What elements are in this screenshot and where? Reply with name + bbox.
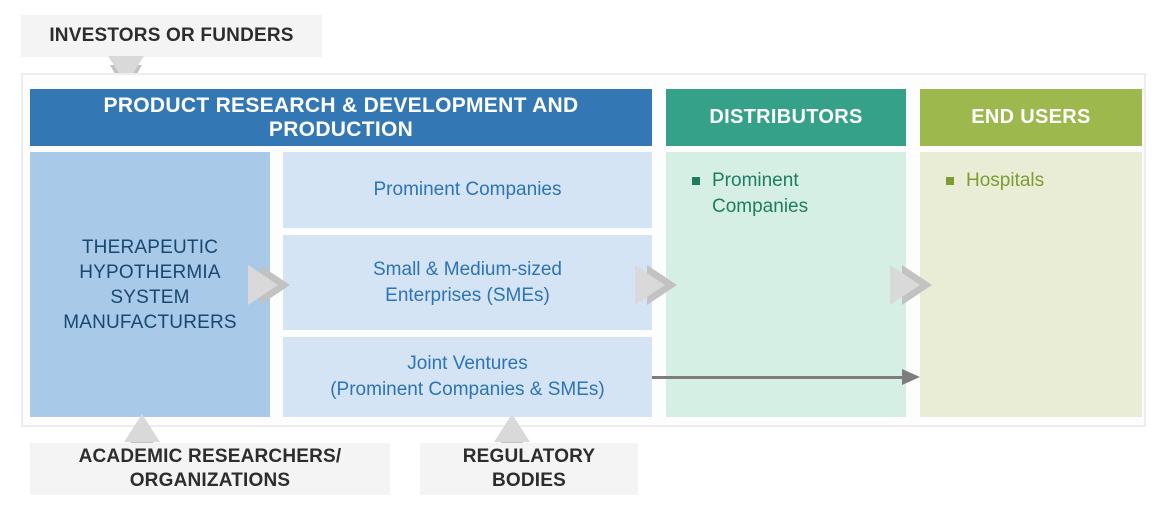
bullet-square-icon <box>692 177 700 185</box>
prominent-companies-box: Prominent Companies <box>283 152 652 228</box>
academic-label: ACADEMIC RESEARCHERS/ ORGANIZATIONS <box>30 443 390 495</box>
distributors-item-label: Prominent Companies <box>712 170 809 217</box>
header-end-users: END USERS <box>920 89 1142 146</box>
end-users-item-hospitals: Hospitals <box>944 168 1132 194</box>
arrow-up-icon <box>124 414 160 442</box>
arrow-head-icon <box>902 369 920 385</box>
distributors-item-prominent-companies: Prominent Companies <box>690 168 896 220</box>
arrow-up-icon <box>494 414 530 442</box>
bullet-square-icon <box>946 177 954 185</box>
end-users-list-box: Hospitals <box>920 152 1142 417</box>
joint-ventures-box: Joint Ventures (Prominent Companies & SM… <box>283 337 652 417</box>
joint-ventures-to-end-users-arrow <box>652 376 904 379</box>
smes-box: Small & Medium-sized Enterprises (SMEs) <box>283 235 652 330</box>
arrow-right-icon <box>248 265 294 305</box>
arrow-right-icon <box>890 265 920 305</box>
arrow-right-icon <box>890 265 936 305</box>
investors-label: INVESTORS OR FUNDERS <box>21 15 322 57</box>
manufacturers-box: THERAPEUTIC HYPOTHERMIA SYSTEM MANUFACTU… <box>30 152 270 417</box>
distributors-list-box: Prominent Companies <box>666 152 906 417</box>
arrow-right-icon <box>635 265 681 305</box>
regulatory-label: REGULATORY BODIES <box>420 443 638 495</box>
arrow-right-icon <box>635 265 665 305</box>
header-distributors: DISTRIBUTORS <box>666 89 906 146</box>
end-users-item-label: Hospitals <box>966 170 1045 191</box>
arrow-right-icon <box>248 265 278 305</box>
header-product-rd: PRODUCT RESEARCH & DEVELOPMENT AND PRODU… <box>30 89 652 146</box>
